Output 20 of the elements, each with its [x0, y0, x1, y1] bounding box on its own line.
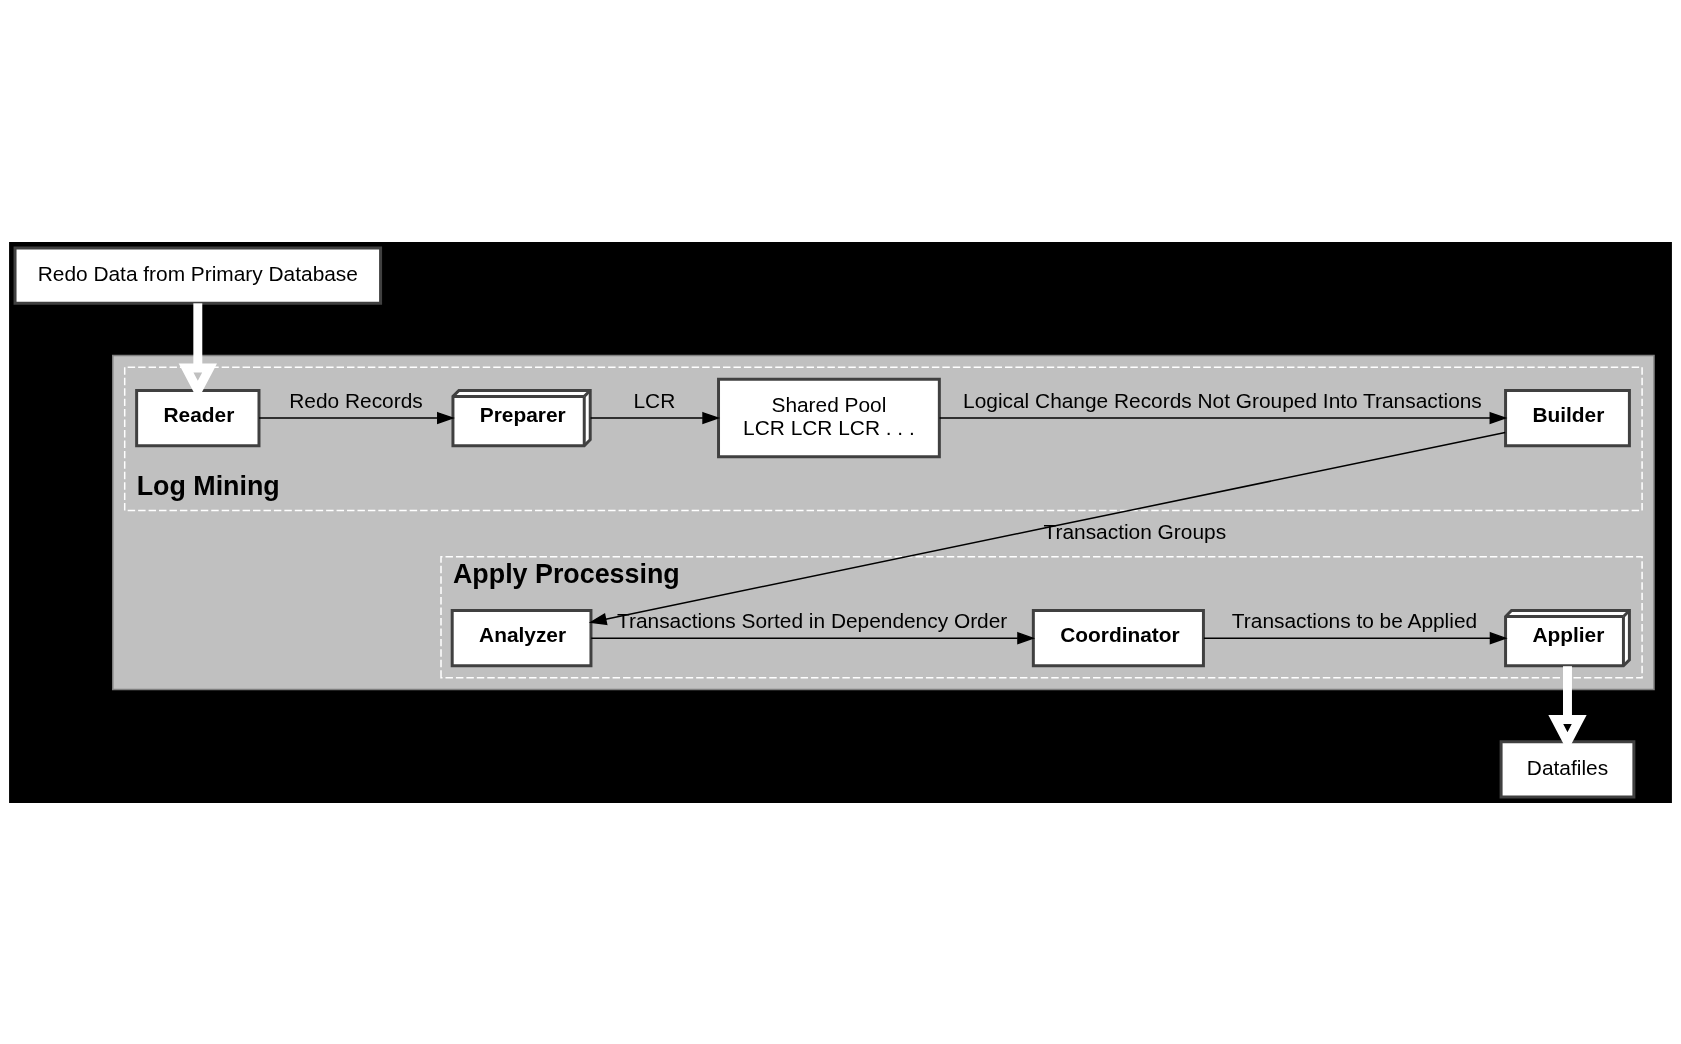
cluster	[112, 354, 1655, 690]
arrow	[258, 411, 455, 424]
node-box: Datafiles	[1499, 739, 1636, 798]
node-box: Builder	[1504, 388, 1631, 447]
edge-label: Transaction Groups	[1043, 519, 1227, 543]
arrow	[589, 411, 721, 424]
arrow	[938, 411, 1508, 424]
arrow	[588, 431, 1506, 625]
node-box: Redo Data from Primary Database	[13, 246, 383, 305]
node-box: Analyzer	[450, 608, 593, 667]
edge-label: Redo Records	[289, 388, 423, 412]
node-box: Shared Pool LCR LCR LCR . . .	[717, 377, 941, 458]
edge-label: Transactions to be Applied	[1231, 608, 1478, 632]
edge-label: Logical Change Records Not Grouped Into Transactions	[963, 388, 1482, 412]
node-box: Coordinator	[1031, 608, 1205, 667]
edge-label: LCR	[633, 388, 676, 412]
arrow	[1203, 631, 1508, 644]
node-box: Reader	[135, 388, 261, 447]
arrow	[590, 631, 1036, 644]
edge-label: Transactions Sorted in Dependency Order	[617, 608, 1008, 632]
